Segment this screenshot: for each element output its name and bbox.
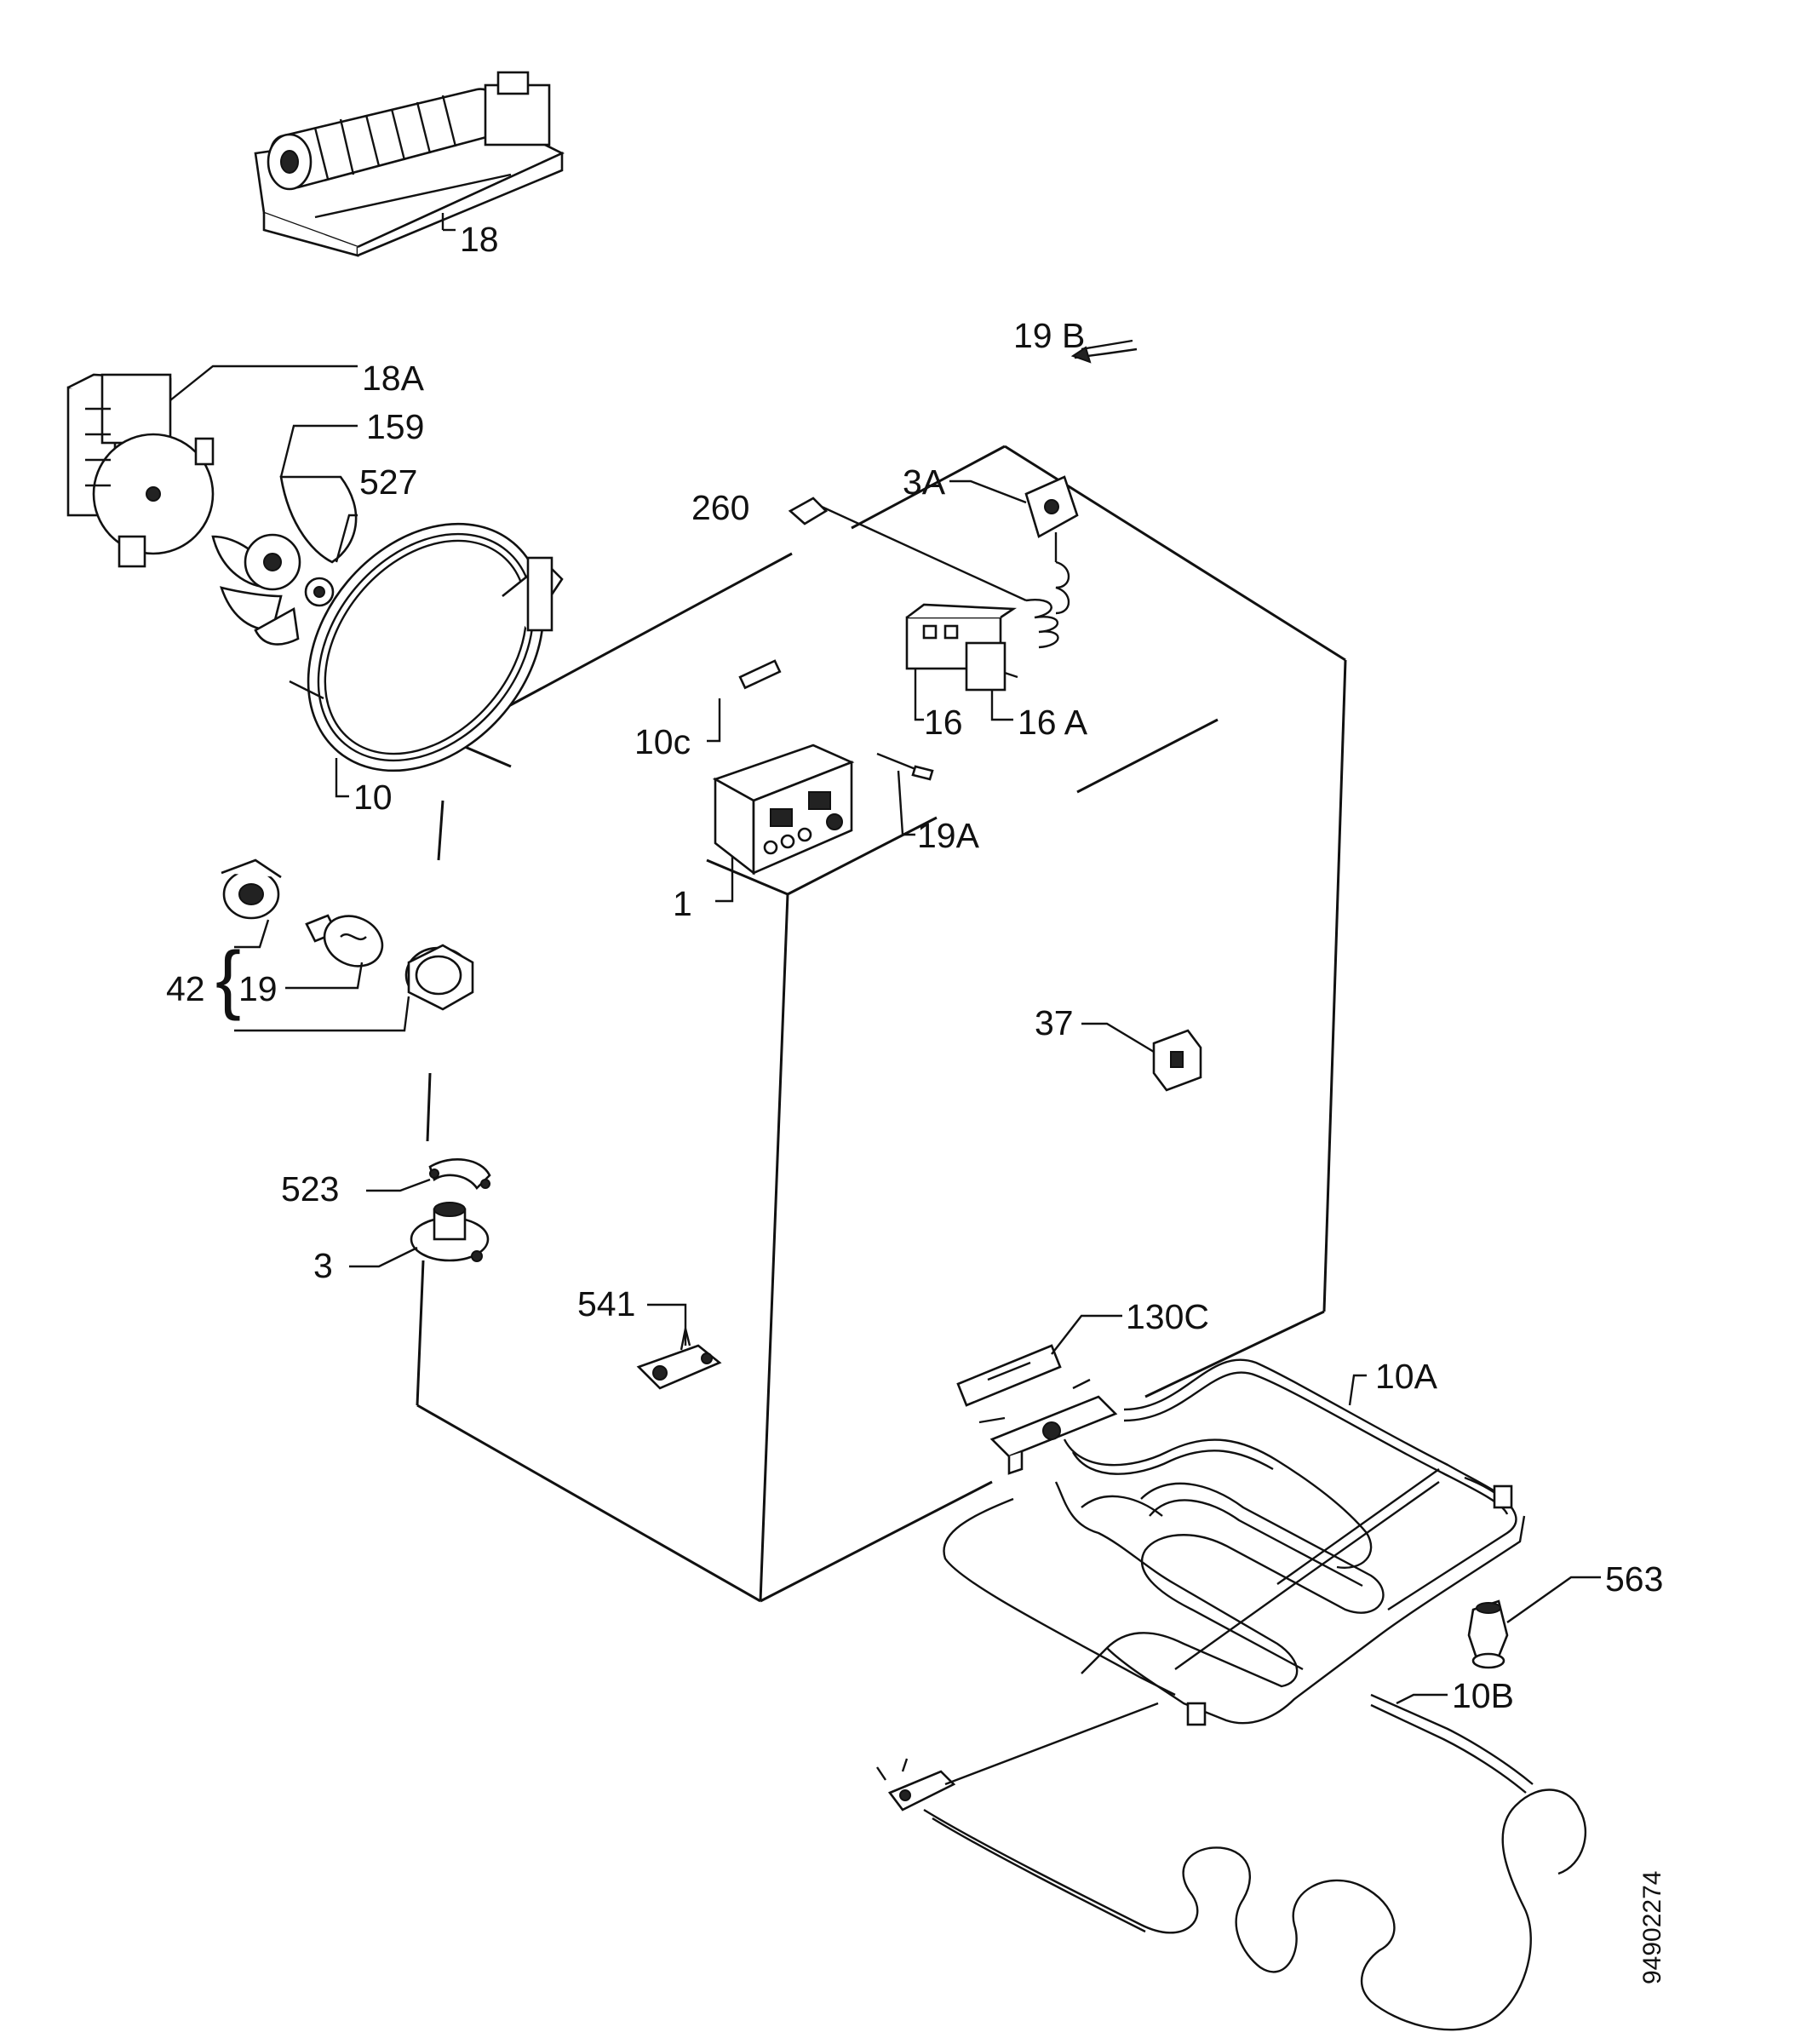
door-switch-part [1152, 1029, 1202, 1092]
label-1: 1 [673, 884, 692, 923]
clip-541-part [636, 1328, 722, 1390]
leader-42-top [234, 919, 270, 949]
label-130c: 130C [1126, 1297, 1209, 1336]
thermostat-3-part [410, 1202, 490, 1262]
leader-19a [897, 770, 915, 836]
leader-19 [285, 962, 364, 990]
leader-10c [707, 698, 721, 743]
label-16a: 16 A [1018, 703, 1088, 742]
leader-10 [335, 758, 349, 798]
oven-cavity [416, 445, 1347, 1603]
leader-3 [349, 1246, 418, 1268]
circular-element-part [289, 522, 564, 772]
probe-sensor-part [788, 497, 1059, 649]
grill-element-part [943, 1358, 1526, 1726]
leader-10a [1348, 1374, 1367, 1406]
label-3: 3 [313, 1246, 333, 1285]
label-10a: 10A [1375, 1357, 1438, 1396]
brace: { [215, 937, 241, 1022]
label-563: 563 [1605, 1559, 1663, 1599]
leader-16 [914, 669, 924, 721]
label-19b: 19 B [1013, 316, 1085, 355]
leader-16a [990, 690, 1013, 721]
leader-130c [1051, 1314, 1122, 1355]
leader-541 [647, 1303, 687, 1346]
label-10c: 10c [634, 722, 691, 761]
lamp-holder-part [221, 858, 282, 920]
leader-18a [169, 365, 358, 401]
bottom-element-part [876, 1693, 1586, 2031]
leader-563 [1506, 1576, 1601, 1623]
label-18a: 18A [362, 359, 425, 398]
label-3a: 3A [903, 462, 946, 502]
leader-42-bottom [234, 996, 410, 1032]
selector-switch-part [905, 603, 1018, 692]
seal-plate-part [956, 1344, 1062, 1407]
lamp-bulb-part [305, 914, 384, 967]
tangential-fan-part [254, 71, 565, 257]
leader-159 [279, 424, 358, 478]
foot-563-part [1467, 1599, 1509, 1669]
lamp-wire-part [876, 752, 934, 781]
fan-blade-part [211, 475, 358, 646]
thermostat-3a-part [1024, 475, 1079, 615]
label-10b: 10B [1452, 1676, 1514, 1715]
label-42: 42 [166, 969, 205, 1008]
leader-1 [715, 856, 734, 903]
label-18: 18 [460, 220, 499, 259]
lamp-cover-part [404, 944, 474, 1011]
label-16: 16 [924, 703, 963, 742]
label-159: 159 [366, 407, 424, 446]
fuse-part [738, 659, 782, 690]
leader-3a [949, 479, 1027, 504]
label-260: 260 [691, 488, 749, 527]
diagram-reference-number: 94902274 [1638, 1871, 1666, 1984]
leader-37 [1081, 1022, 1155, 1054]
label-527: 527 [359, 462, 417, 502]
connector-19b-part [1070, 339, 1138, 364]
label-541: 541 [577, 1284, 635, 1323]
label-523: 523 [281, 1169, 339, 1209]
label-19: 19 [238, 969, 278, 1008]
leader-527 [335, 514, 358, 563]
label-19a: 19A [917, 816, 980, 855]
label-10: 10 [353, 778, 393, 817]
label-37: 37 [1035, 1003, 1074, 1042]
nut-part [304, 577, 335, 607]
bracket-523-part [428, 1157, 491, 1191]
timer-programmer-part [712, 744, 855, 876]
fan-motor-part [66, 373, 215, 568]
leader-523 [366, 1178, 431, 1192]
leader-10b [1396, 1693, 1448, 1705]
